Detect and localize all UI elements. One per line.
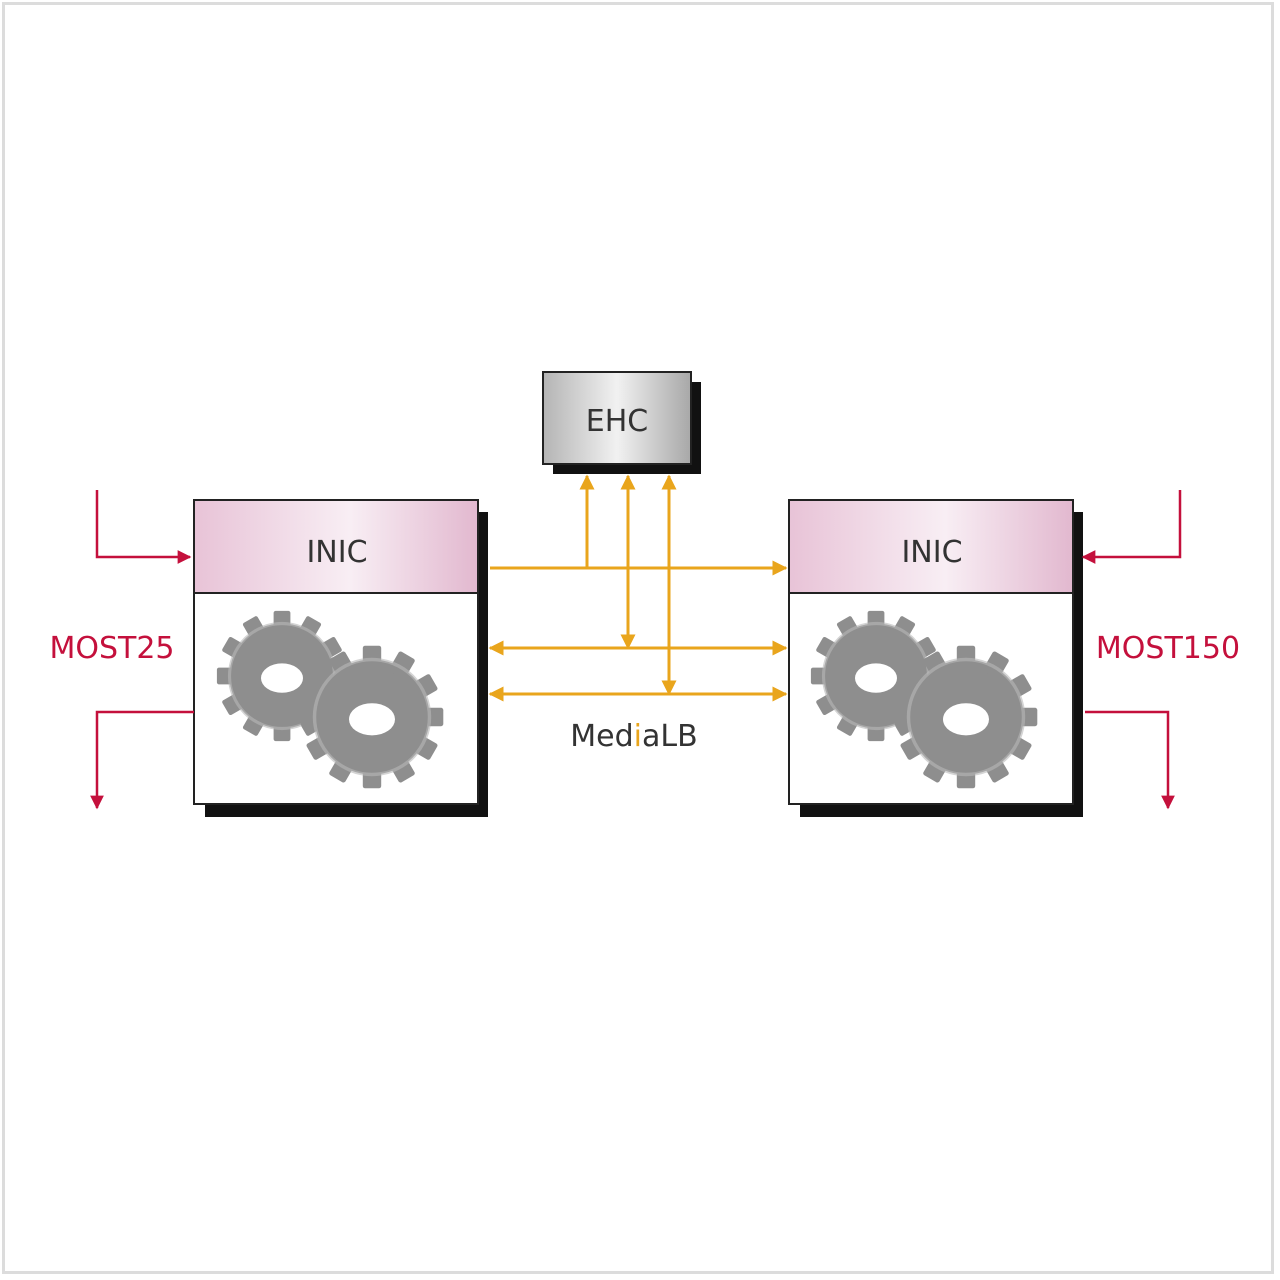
ehc-block: EHC: [543, 372, 701, 474]
right-inic-label: INIC: [901, 535, 962, 570]
ehc-label: EHC: [586, 404, 648, 439]
most150-input-line: [1083, 490, 1180, 557]
medialb-label: MediaLB: [570, 719, 697, 754]
most25-output-line: [97, 712, 194, 808]
medialb-label-post: aLB: [642, 719, 698, 754]
most150-output-line: [1085, 712, 1168, 808]
medialb-label-pre: Med: [570, 719, 633, 754]
most25-input-line: [97, 490, 190, 557]
medialb-label-accent: i: [634, 719, 642, 754]
left-inic-label: INIC: [306, 535, 367, 570]
medialb-connections: [490, 476, 786, 694]
left-node: INIC: [194, 500, 488, 817]
right-node: INIC: [789, 500, 1083, 817]
most25-label: MOST25: [49, 631, 174, 666]
most150-label: MOST150: [1096, 631, 1240, 666]
